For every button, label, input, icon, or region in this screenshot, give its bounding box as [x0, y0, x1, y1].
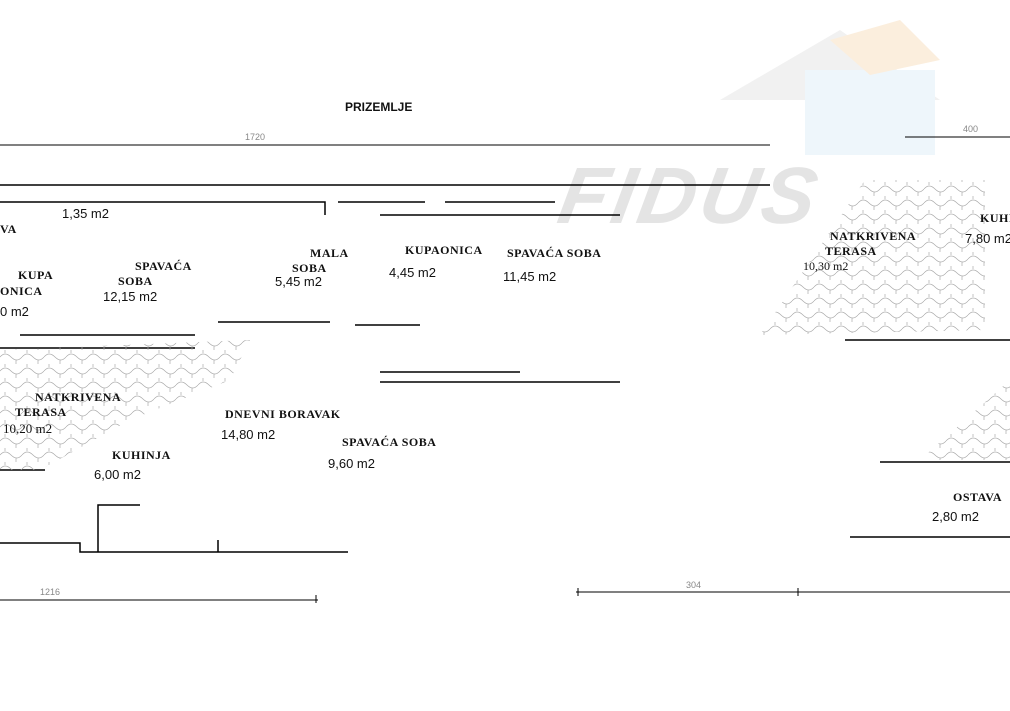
- room-area: 7,80 m2: [965, 231, 1010, 246]
- watermark-house-icon: [720, 20, 940, 155]
- room-area: 0 m2: [0, 304, 29, 319]
- room-name: VA: [0, 222, 17, 236]
- room-area: 11,45 m2: [503, 269, 557, 284]
- room-name: KUHI: [980, 211, 1010, 225]
- dimension-ticks: [315, 588, 799, 603]
- room-name: KUPAONICA: [405, 243, 483, 257]
- dimension-label: 1720: [245, 132, 266, 142]
- room-area: 1,35 m2: [62, 206, 109, 221]
- room-name: SPAVAĆA SOBA: [342, 435, 437, 449]
- room-name: NATKRIVENA: [830, 229, 917, 243]
- floor-title: PRIZEMLJE: [345, 100, 413, 114]
- room-name: TERASA: [825, 244, 877, 258]
- room-name: KUPA: [18, 268, 54, 282]
- dimension-label: 1216: [40, 587, 61, 597]
- room-area: 10,30 m2: [803, 259, 849, 273]
- room-area: 2,80 m2: [932, 509, 979, 524]
- room-name: MALA: [310, 246, 349, 260]
- room-name: SPAVAĆA: [135, 259, 192, 273]
- room-name: SOBA: [292, 261, 327, 275]
- dimension-label: 304: [686, 580, 702, 590]
- room-name: OSTAVA: [953, 490, 1003, 504]
- terrace-left-hatch: [0, 340, 250, 470]
- room-name: ONICA: [0, 284, 43, 298]
- room-name: DNEVNI BORAVAK: [225, 407, 341, 421]
- room-area: 9,60 m2: [328, 456, 375, 471]
- room-name: SOBA: [118, 274, 153, 288]
- room-name: NATKRIVENA: [35, 390, 122, 404]
- room-area: 10,20 m2: [3, 421, 53, 436]
- terrace-right-hatch: [760, 180, 985, 335]
- room-area: 14,80 m2: [221, 427, 276, 442]
- room-area: 5,45 m2: [275, 274, 322, 289]
- room-name: KUHINJA: [112, 448, 171, 462]
- room-name: TERASA: [15, 405, 67, 419]
- room-area: 4,45 m2: [389, 265, 436, 280]
- room-name: SPAVAĆA SOBA: [507, 246, 602, 260]
- dimension-label: 400: [963, 124, 979, 134]
- room-area: 6,00 m2: [94, 467, 141, 482]
- storage-hatch: [920, 380, 1010, 460]
- room-area: 12,15 m2: [103, 289, 158, 304]
